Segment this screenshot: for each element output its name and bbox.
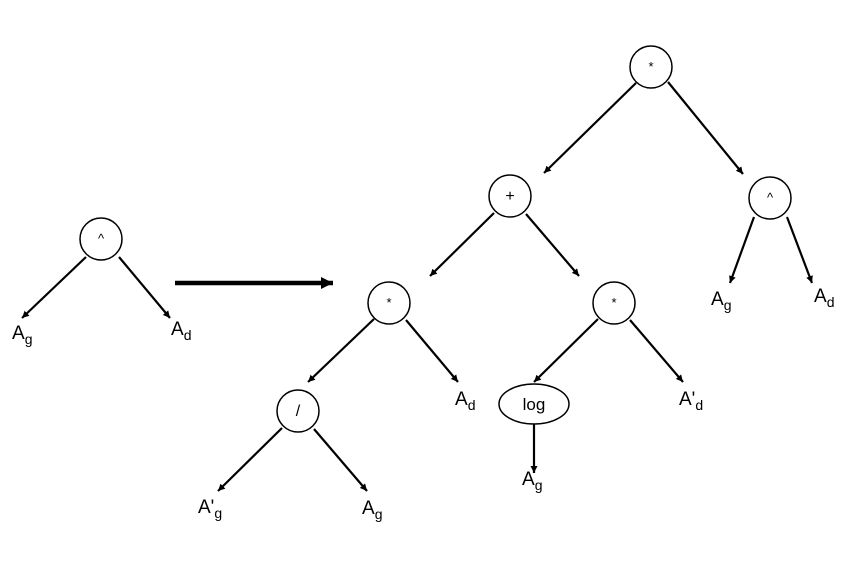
leaf-left-ag: Ag [12,323,32,347]
node-mul-left [367,281,411,325]
edge-pow-to-ag [728,216,756,284]
leaf-mul-right-apd: A'd [679,389,703,413]
node-pow [748,176,792,220]
leaf-left-ad: Ad [171,319,191,343]
node-mul-right-label: * [611,295,616,310]
node-mul-right [592,281,636,325]
node-pow-label: ^ [767,190,774,205]
leaf-div-ag: Ag [362,498,382,522]
node-left-pow [79,217,123,261]
edge-mul-left-to-ad [405,319,459,383]
node-log [498,383,570,425]
edge-mul-right-to-apd [629,319,684,383]
node-div [276,389,320,433]
leaf-log-ag: Ag [522,469,542,493]
edge-plus-to-mul-left [429,212,495,277]
node-plus [488,174,532,218]
edge-left-root-to-ag [21,256,87,319]
node-root-mul-label: * [648,59,653,74]
edge-pow-to-ad [785,216,814,284]
edge-div-to-ag [313,428,368,492]
leaf-div-apg: A'g [198,497,222,521]
edge-root-to-pow [667,81,744,175]
node-log-label: log [523,395,546,414]
edge-mul-left-to-div [307,318,375,383]
leaf-pow-ag: Ag [711,289,731,313]
leaf-pow-ad: Ad [814,286,834,310]
edge-left-root-to-ad [118,256,171,319]
node-div-label: / [296,403,301,420]
node-left-pow-label: ^ [98,231,105,246]
node-root-mul [629,45,673,89]
leaf-mul-left-ad: Ad [455,389,475,413]
edge-plus-to-mul-right [525,213,580,277]
node-mul-left-label: * [386,295,391,310]
right-tree: * + ^ * * / log Ag Ad Ad A'd A'g Ag Ag [198,45,834,522]
edge-root-to-plus [543,82,637,174]
node-plus-label: + [505,188,514,205]
edge-mul-right-to-log [533,318,599,383]
edge-div-to-apg [217,427,283,492]
left-tree: ^ Ag Ad [12,217,191,347]
